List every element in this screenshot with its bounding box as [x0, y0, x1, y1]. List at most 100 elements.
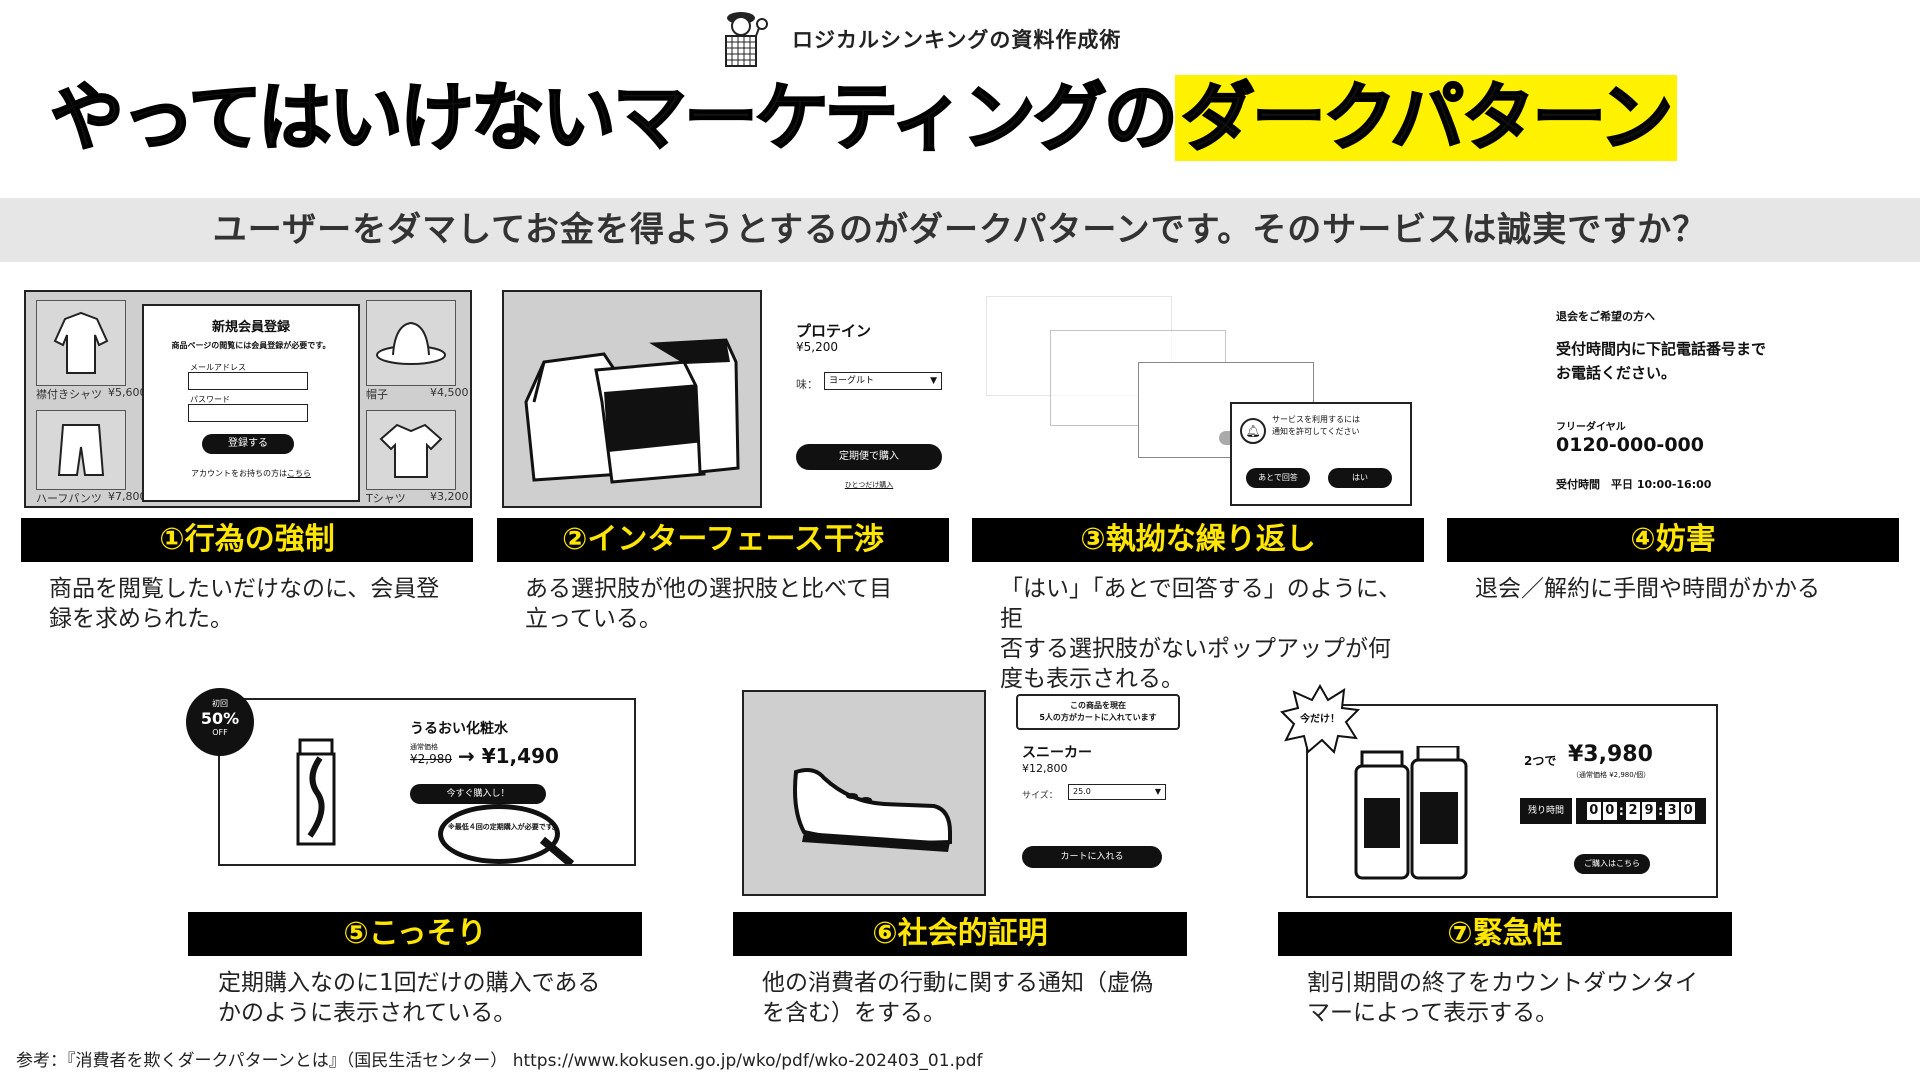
answer-later-button[interactable]: あとで回答: [1246, 468, 1310, 488]
regular-price-note: （通常価格 ¥2,980/個）: [1572, 771, 1651, 779]
detective-mascot-icon: [725, 12, 768, 67]
product-name: プロテイン: [796, 322, 872, 340]
card-2-desc: ある選択肢が他の選択肢と比べて目 立っている。: [525, 574, 945, 634]
badge-percent: 50%: [200, 709, 240, 728]
flavor-select[interactable]: ヨーグルト▼: [824, 372, 942, 390]
timer-digit: 3: [1665, 802, 1680, 820]
yes-button[interactable]: はい: [1328, 468, 1392, 488]
card-1-desc: 商品を閲覧したいだけなのに、会員登 録を求められた。: [49, 574, 469, 634]
card-4-desc: 退会／解約に手間や時間がかかる: [1475, 574, 1895, 604]
card-4-title: ④妨害: [1447, 518, 1899, 562]
tshirt-icon: [379, 423, 443, 478]
badge-top: 初回: [212, 699, 228, 708]
notice-line-1: この商品を現在: [1070, 701, 1126, 710]
card-3-desc: 「はい」「あとで回答する」のように、拒 否する選択肢がないポップアップが何 度も…: [1000, 574, 1420, 694]
card-2-product-panel: プロテイン ¥5,200 味： ヨーグルト▼ 定期便で購入 ひとつだけ購入: [776, 290, 986, 504]
timer-digit: 0: [1586, 802, 1601, 820]
bundle-price: ¥3,980: [1568, 742, 1653, 767]
size-select[interactable]: 25.0 ▼: [1068, 784, 1166, 800]
reference-footnote: 参考：『消費者を欺くダークパターンとは』（国民生活センター） https://w…: [16, 1051, 983, 1071]
fine-print: ※最低４回の定期購入が必要です。: [448, 823, 560, 831]
signup-modal: 新規会員登録 商品ページの閲覧には会員登録が必要です。 メールアドレス パスワー…: [142, 304, 360, 502]
password-field[interactable]: [188, 404, 308, 422]
timer-colon: :: [1658, 803, 1664, 819]
size-label: サイズ：: [1022, 791, 1058, 801]
quantity-label: 2つで: [1524, 754, 1557, 768]
desc-line: かのように表示されている。: [218, 1000, 517, 1026]
card-7-illustration: 2つで ¥3,980 （通常価格 ¥2,980/個） 残り時間 0 0 : 2 …: [1306, 704, 1718, 898]
lead-band: [0, 198, 1920, 262]
card-6-title: ⑥社会的証明: [733, 912, 1187, 956]
desc-line: 「はい」「あとで回答する」のように、拒: [1000, 576, 1402, 632]
login-text: アカウントをお持ちの方は: [191, 469, 287, 478]
phone-number: 0120-000-000: [1556, 434, 1704, 456]
popup-text-2: 通知を許可してください: [1272, 427, 1360, 436]
item4-price: ¥3,200: [430, 490, 469, 503]
cancel-instruction-1: 受付時間内に下記電話番号まで: [1556, 340, 1767, 358]
timer-digit: 0: [1602, 802, 1617, 820]
modal-title: 新規会員登録: [211, 320, 290, 335]
item1-name: 襟付きシャツ: [36, 388, 102, 401]
product-name: スニーカー: [1022, 745, 1092, 761]
size-value: 25.0: [1073, 787, 1091, 796]
pants-tile: [36, 410, 126, 490]
product-price: ¥12,800: [1022, 762, 1068, 775]
desc-line: 商品を閲覧したいだけなのに、会員登: [49, 576, 440, 602]
card-7-title: ⑦緊急性: [1278, 912, 1732, 956]
limited-burst-text: 今だけ！: [1300, 714, 1340, 725]
register-button[interactable]: 登録する: [202, 434, 294, 454]
desc-line: 定期購入なのに1回だけの購入である: [218, 970, 601, 996]
remaining-time-label: 残り時間: [1520, 798, 1572, 824]
hat-icon: [376, 321, 446, 365]
free-dial-label: フリーダイヤル: [1556, 422, 1626, 433]
card-7-desc: 割引期間の終了をカウントダウンタイ マーによって表示する。: [1307, 968, 1727, 1028]
sale-price: → ¥1,490: [458, 744, 559, 768]
desc-line: 度も表示される。: [1000, 666, 1184, 692]
item2-price: ¥4,500: [430, 386, 469, 399]
magnifier-lens: [438, 804, 560, 864]
item3-name: ハーフパンツ: [36, 492, 102, 505]
lotion-bottle-icon: [296, 738, 336, 846]
shirt-tile: [36, 300, 126, 386]
product-name: うるおい化粧水: [410, 721, 508, 737]
buy-once-link[interactable]: ひとつだけ購入: [844, 481, 894, 489]
tshirt-tile: [366, 410, 456, 490]
buy-now-button[interactable]: 今すぐ購入し！: [410, 784, 546, 804]
card-5-title: ⑤こっそり: [188, 912, 642, 956]
desc-line: 他の消費者の行動に関する通知（虚偽: [762, 970, 1153, 996]
card-5-illustration: うるおい化粧水 通常価格 ¥2,980 → ¥1,490 今すぐ購入し！ ※最低…: [218, 698, 636, 866]
subscribe-button[interactable]: 定期便で購入: [796, 444, 942, 470]
discount-badge: 初回 50% OFF: [186, 688, 254, 756]
flavor-label: 味：: [796, 378, 818, 391]
timer-colon: :: [1618, 803, 1624, 819]
modal-note: 商品ページの閲覧には会員登録が必要です。: [171, 341, 331, 350]
bell-icon: 🔔︎: [1240, 418, 1266, 444]
protein-bags-icon: [524, 338, 740, 484]
item2-name: 帽子: [366, 388, 388, 401]
item4-name: Tシャツ: [366, 492, 406, 505]
title-highlight: ダークパターン: [1174, 74, 1677, 162]
item3-price: ¥7,800: [108, 490, 147, 503]
card-2-title: ②インターフェース干渉: [497, 518, 949, 562]
purchase-button[interactable]: ご購入はこちら: [1574, 854, 1650, 874]
desc-line: 割引期間の終了をカウントダウンタイ: [1307, 970, 1698, 996]
password-label: パスワード: [190, 395, 230, 404]
supplement-bottles-icon: [1354, 746, 1468, 880]
card-1-illustration: 襟付きシャツ ¥5,600 帽子 ¥4,500 ハーフパンツ ¥7,800 Tシ…: [24, 290, 472, 508]
reception-hours: 受付時間 平日 10:00-16:00: [1556, 478, 1712, 491]
old-price: ¥2,980: [410, 752, 452, 766]
sneaker-icon: [793, 768, 952, 852]
timer-digit: 2: [1626, 802, 1640, 820]
login-link[interactable]: こちら: [287, 469, 311, 478]
shorts-icon: [57, 424, 105, 476]
add-to-cart-button[interactable]: カートに入れる: [1022, 846, 1162, 868]
email-label: メールアドレス: [190, 363, 246, 372]
card-6-illustration-image: [742, 690, 986, 896]
desc-line: マーによって表示する。: [1307, 1000, 1559, 1026]
cancel-heading: 退会をご希望の方へ: [1556, 310, 1655, 323]
badge-off: OFF: [212, 728, 228, 737]
desc-line: 否する選択肢がないポップアップが何: [1000, 636, 1391, 662]
dropdown-arrow-icon: ▼: [1154, 787, 1161, 796]
desc-line: 退会／解約に手間や時間がかかる: [1475, 576, 1820, 602]
email-field[interactable]: [188, 372, 308, 390]
